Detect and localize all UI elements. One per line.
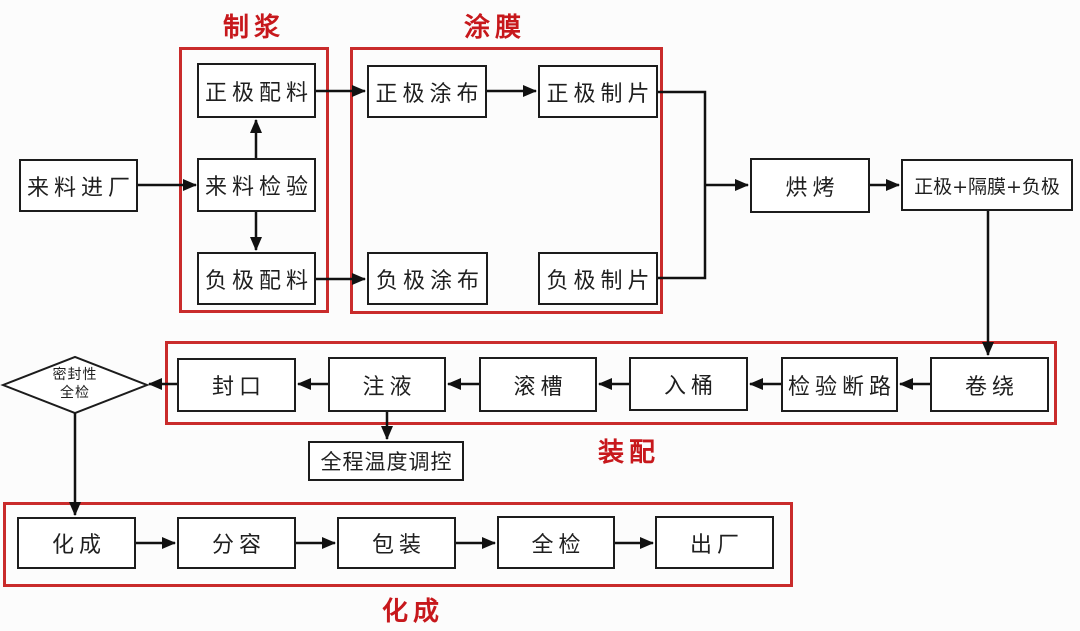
node-incoming-material: 来料进厂 bbox=[19, 159, 138, 212]
group-box-assembly bbox=[165, 341, 1057, 425]
seal-check-label: 密封性 全检 bbox=[20, 366, 130, 402]
node-cathode-sheeting: 正极制片 bbox=[538, 65, 658, 118]
node-electrode-stack: 正极+隔膜+负极 bbox=[901, 159, 1073, 211]
seal-check-line2: 全检 bbox=[60, 385, 90, 402]
node-cathode-coating: 正极涂布 bbox=[367, 65, 487, 118]
group-box-formation bbox=[3, 502, 793, 587]
node-grading: 分容 bbox=[177, 517, 296, 569]
node-temperature-control: 全程温度调控 bbox=[308, 441, 464, 481]
node-packaging: 包装 bbox=[337, 517, 456, 569]
node-baking: 烘烤 bbox=[750, 158, 870, 213]
node-anode-batching: 负极配料 bbox=[197, 252, 316, 305]
node-canning: 入桶 bbox=[629, 357, 748, 411]
group-label-assembly: 装配 bbox=[597, 438, 660, 468]
node-anode-coating: 负极涂布 bbox=[367, 252, 488, 305]
group-label-formation: 化成 bbox=[381, 597, 444, 627]
seal-check-line1: 密封性 bbox=[52, 367, 98, 383]
node-circuit-inspection: 检验断路 bbox=[781, 357, 898, 412]
group-box-pulping bbox=[179, 47, 329, 313]
group-label-pulping: 制浆 bbox=[222, 13, 285, 43]
node-sealing: 封口 bbox=[177, 358, 296, 412]
node-formation: 化成 bbox=[17, 517, 136, 569]
node-grooving: 滚槽 bbox=[479, 357, 597, 412]
group-label-coating: 涂膜 bbox=[463, 13, 526, 43]
node-winding: 卷绕 bbox=[930, 357, 1049, 412]
node-full-inspection: 全检 bbox=[497, 516, 615, 569]
node-cathode-batching: 正极配料 bbox=[197, 63, 316, 118]
node-electrolyte-filling: 注液 bbox=[328, 357, 446, 412]
node-incoming-inspection: 来料检验 bbox=[197, 158, 316, 212]
node-shipping: 出厂 bbox=[655, 516, 774, 569]
node-anode-sheeting: 负极制片 bbox=[538, 252, 658, 305]
